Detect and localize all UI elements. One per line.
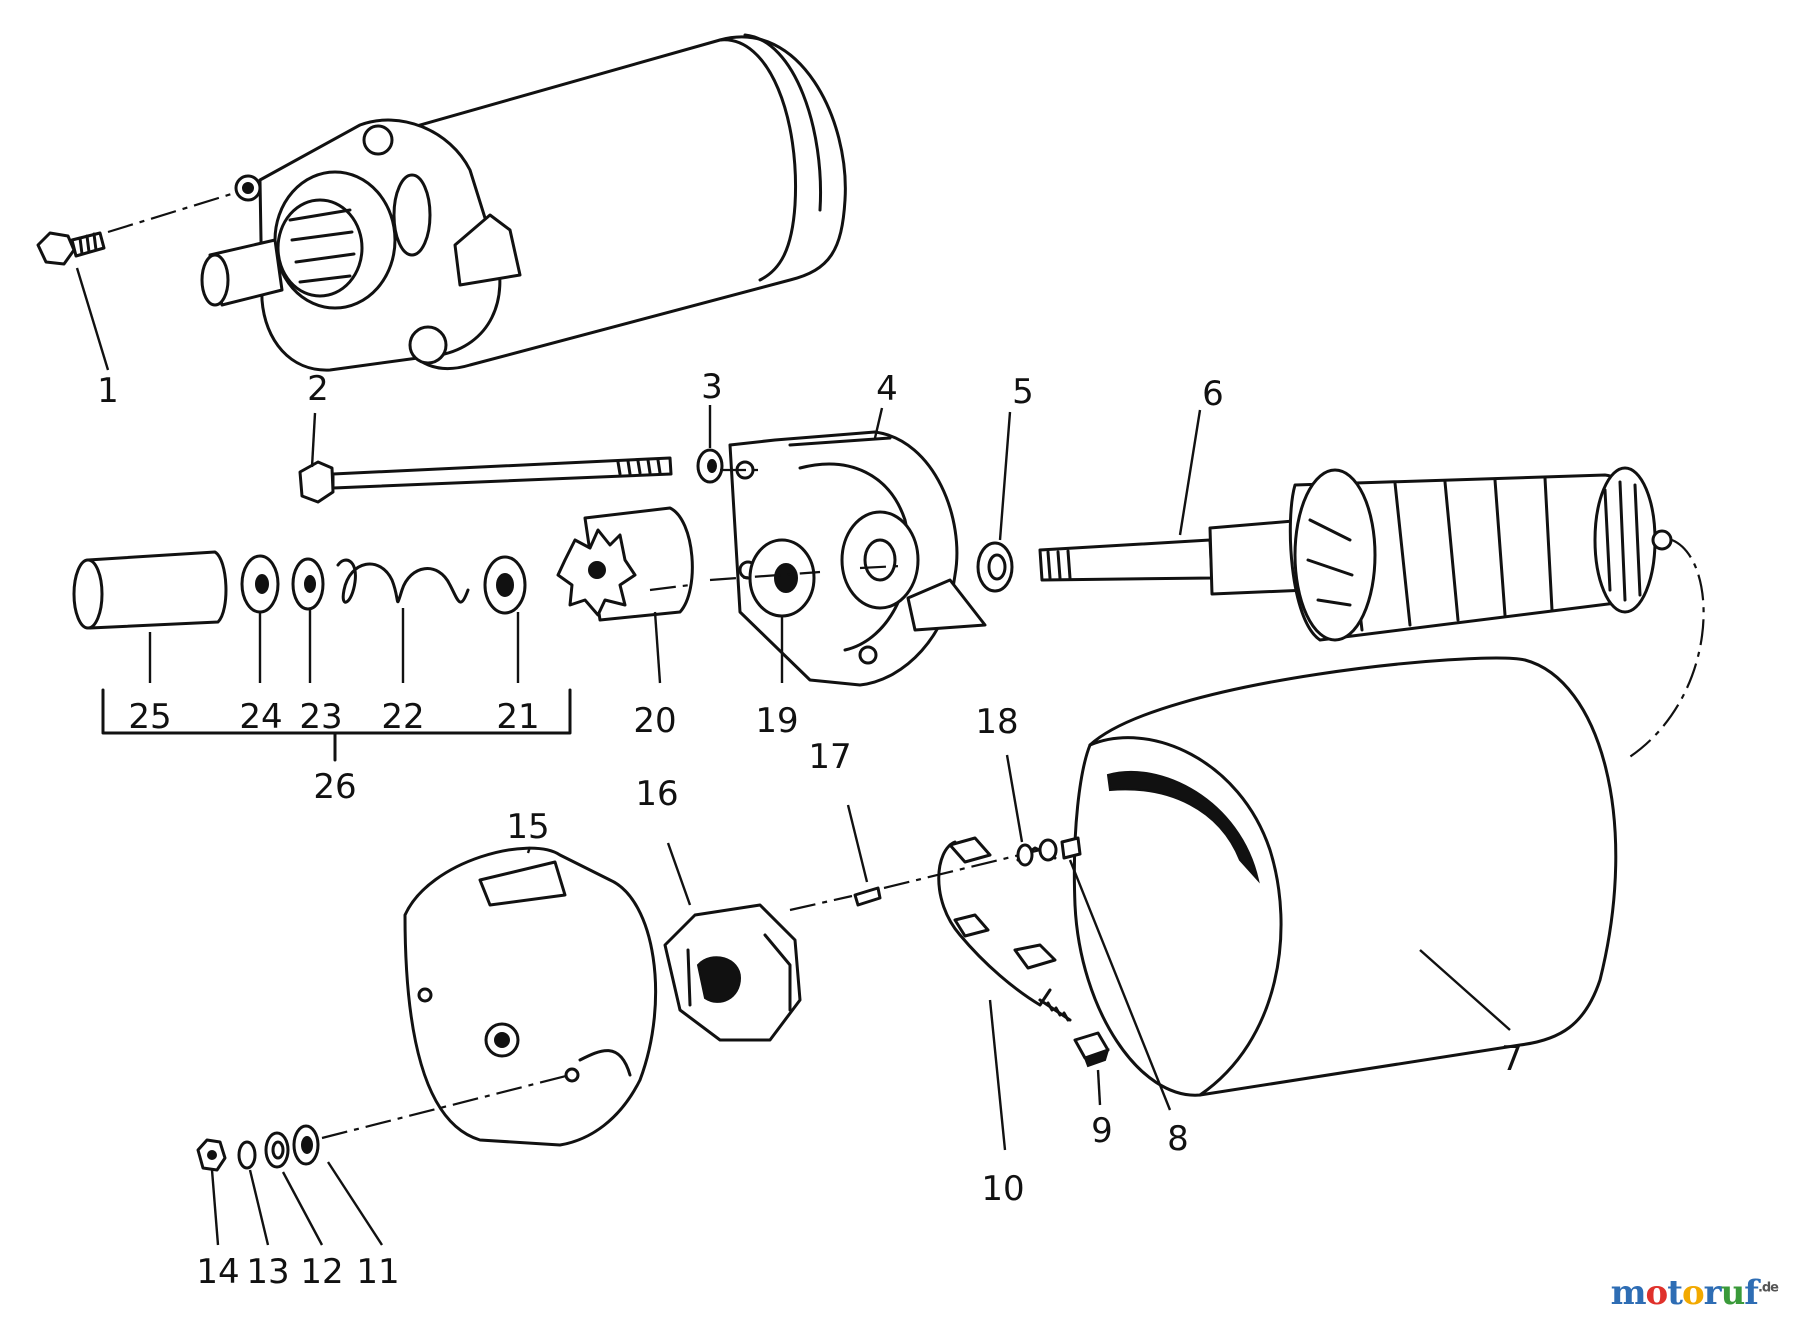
part-14-nut (196, 1138, 227, 1172)
callout-8: 8 (1167, 1119, 1189, 1159)
assembled-starter-motor (200, 33, 847, 372)
motoruf-watermark: motoruf.de (1610, 1273, 1779, 1313)
callout-13: 13 (246, 1252, 289, 1292)
callout-11: 11 (356, 1252, 399, 1292)
leader-lines (75, 267, 1511, 1246)
callout-23: 23 (299, 697, 342, 737)
callout-10: 10 (981, 1169, 1024, 1209)
watermark-letter: r (1703, 1273, 1722, 1313)
callout-17: 17 (808, 737, 851, 777)
watermark-letter: o (1681, 1273, 1705, 1313)
callout-22: 22 (381, 697, 424, 737)
part-15-end-cap (403, 846, 658, 1147)
axis-line-end-cap (321, 1073, 571, 1140)
part-23-washer (291, 557, 325, 611)
part-18-lock-washer (1016, 843, 1034, 867)
part-21-stop-nut (483, 555, 527, 615)
watermark-letter: u (1720, 1273, 1746, 1313)
axis-line-brush (789, 848, 1041, 912)
axis-line-main (649, 468, 901, 592)
callout-14: 14 (196, 1252, 239, 1292)
part-12-washer (264, 1131, 290, 1169)
callout-1: 1 (97, 371, 119, 411)
watermark-letter: f (1744, 1273, 1759, 1313)
part-3-washer (696, 448, 724, 484)
part-17-roll-pin (853, 886, 882, 907)
callout-18: 18 (975, 702, 1018, 742)
watermark-letter: t (1667, 1273, 1683, 1313)
part-6-armature (1038, 466, 1673, 642)
part-5-thrust-washer (976, 541, 1014, 593)
callout-24: 24 (239, 697, 282, 737)
part-16-brush-holder (663, 903, 802, 1042)
group-26-bracket (101, 688, 572, 762)
callout-25: 25 (128, 697, 171, 737)
part-10-brush-plate (937, 836, 1072, 1022)
callout-21: 21 (496, 697, 539, 737)
part-9-brush (1073, 1031, 1110, 1068)
armature-to-frame-curve (1624, 538, 1705, 761)
part-1-bolt (36, 231, 106, 266)
callout-9: 9 (1091, 1111, 1113, 1151)
part-22-spring (336, 558, 470, 604)
part-2-through-bolt (298, 456, 673, 504)
callout-6: 6 (1202, 374, 1224, 414)
callout-19: 19 (755, 701, 798, 741)
part-13-lock-washer (237, 1140, 257, 1170)
callout-16: 16 (635, 774, 678, 814)
part-19-bushing (748, 538, 816, 618)
callout-5: 5 (1012, 372, 1034, 412)
part-24-nut (240, 554, 280, 614)
axis-line-bolt (107, 190, 239, 234)
part-20-drive-pinion (556, 506, 694, 622)
callout-26: 26 (313, 767, 356, 807)
callout-labels: 1 2 3 4 5 6 7 8 9 10 11 12 13 14 15 16 1… (97, 367, 1523, 1292)
callout-4: 4 (876, 369, 898, 409)
part-8-screw (1038, 836, 1082, 862)
callout-15: 15 (506, 807, 549, 847)
callout-3: 3 (701, 367, 723, 407)
callout-7: 7 (1501, 1039, 1523, 1079)
part-11-washer (292, 1124, 320, 1166)
part-25-pinion-cap (72, 550, 228, 630)
watermark-letter: o (1645, 1273, 1669, 1313)
callout-12: 12 (300, 1252, 343, 1292)
part-7-frame (1072, 656, 1618, 1097)
watermark-suffix: .de (1757, 1280, 1779, 1296)
callout-20: 20 (633, 701, 676, 741)
part-4-drive-end-housing (728, 430, 987, 687)
watermark-letter: m (1610, 1273, 1647, 1313)
callout-2: 2 (307, 369, 329, 409)
